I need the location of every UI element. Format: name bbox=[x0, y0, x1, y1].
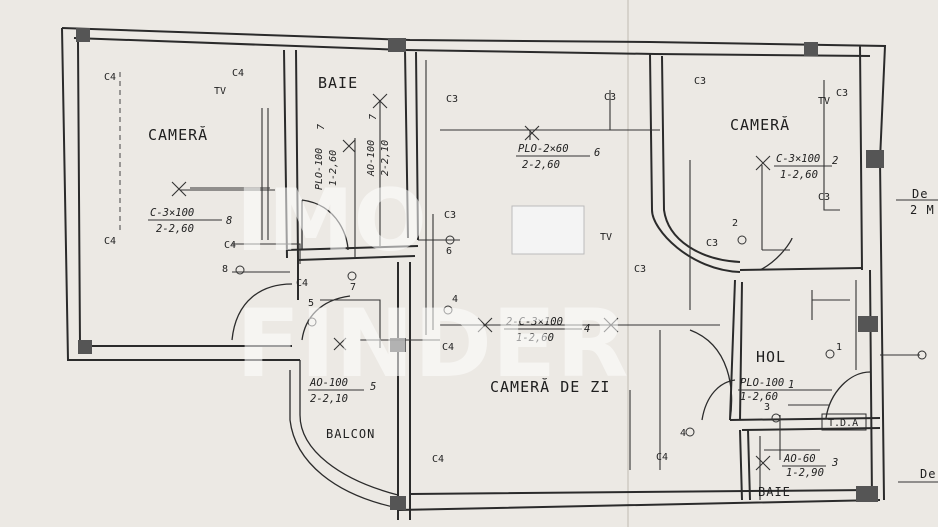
fixture-plo-center-number: 6 bbox=[594, 147, 600, 159]
fixture-plo-center: PLO-2×60 bbox=[518, 143, 569, 155]
fixture-plo-center-circuit: 2-2,60 bbox=[522, 159, 560, 171]
wall-hatches bbox=[76, 28, 884, 510]
fixture-ao-baie2-number: 3 bbox=[831, 457, 838, 469]
room-label-camera-de-zi: CAMERĂ DE ZI bbox=[490, 377, 610, 396]
fixture-c3-left-circuit: 2-2,60 bbox=[156, 223, 194, 235]
wiring bbox=[119, 60, 920, 500]
switch-number-8: 8 bbox=[222, 264, 228, 275]
room-label-baie-top: BAIE bbox=[318, 74, 358, 92]
light-crosses bbox=[171, 93, 771, 471]
external-label-de-bottom: De bbox=[920, 467, 936, 481]
panel-tda: T.D.A bbox=[828, 418, 858, 429]
socket-c4-2: C4 bbox=[104, 236, 116, 247]
socket-c3-1: C3 bbox=[446, 94, 458, 105]
socket-c3-5: C3 bbox=[444, 210, 456, 221]
switch-number-1: 1 bbox=[836, 342, 842, 353]
room-labels: CAMERĂ BAIE CAMERĂ HOL CAMERĂ DE ZI BALC… bbox=[148, 74, 791, 499]
fixture-plo-hol-circuit: 1-2,60 bbox=[740, 391, 778, 403]
fixture-labels: C-3×100 2-2,60 8 PLO-100 1-2,60 7 AO-100… bbox=[148, 114, 838, 479]
socket-c3-6: C3 bbox=[818, 192, 830, 203]
socket-c3-7: C3 bbox=[706, 238, 718, 249]
socket-c4-4: C4 bbox=[224, 240, 236, 251]
room-label-baie-bottom: BAIE bbox=[758, 485, 791, 499]
fixture-plo-hol: PLO-100 bbox=[740, 377, 784, 389]
fixture-c2-zi-circuit: 1-2,60 bbox=[516, 332, 554, 344]
fixture-c2-zi: 2-C-3×100 bbox=[506, 316, 563, 328]
fixture-ao-baie: AO-100 bbox=[366, 140, 377, 177]
switch-number-3: 3 bbox=[764, 402, 770, 413]
socket-c3-8: C3 bbox=[634, 264, 646, 275]
tv-socket-1: TV bbox=[214, 86, 226, 97]
fixture-ao-baie-circuit: 2-2,10 bbox=[380, 140, 391, 176]
tv-socket-3: TV bbox=[600, 232, 612, 243]
watermark: IMO FINDER bbox=[236, 171, 628, 399]
switch-numbers: 8 7 6 5 4 4 3 2 1 bbox=[222, 218, 842, 439]
sticky-note bbox=[511, 205, 585, 255]
socket-c3-4: C3 bbox=[836, 88, 848, 99]
fixture-c3-right-circuit: 1-2,60 bbox=[780, 169, 818, 181]
fixture-c2-zi-number: 4 bbox=[584, 323, 590, 335]
fixture-ao-baie2-circuit: 1-2,90 bbox=[786, 467, 824, 479]
socket-c4-3: C4 bbox=[232, 68, 244, 79]
tv-socket-2: TV bbox=[818, 96, 830, 107]
fixture-plo-baie-number: 7 bbox=[316, 124, 327, 130]
switch-number-7: 7 bbox=[350, 282, 356, 293]
fixture-ao-baie2: AO-60 bbox=[783, 453, 816, 465]
room-label-camera-left: CAMERĂ bbox=[148, 125, 208, 144]
external-label-2m: 2 M bbox=[910, 203, 935, 217]
walls bbox=[61, 27, 887, 520]
fixture-ao-balcon-circuit: 2-2,10 bbox=[310, 393, 348, 405]
switch-number-2: 2 bbox=[732, 218, 738, 229]
switch-number-4a: 4 bbox=[452, 294, 458, 305]
socket-c3-2: C3 bbox=[604, 92, 616, 103]
external-label-de-top: De bbox=[912, 187, 928, 201]
socket-c4-8: C4 bbox=[656, 452, 668, 463]
fixture-ao-balcon: AO-100 bbox=[309, 377, 348, 389]
socket-c4-6: C4 bbox=[442, 342, 454, 353]
fixture-ao-balcon-number: 5 bbox=[370, 381, 376, 393]
fixture-ao-baie-number: 7 bbox=[368, 114, 379, 120]
external-connection bbox=[917, 350, 927, 360]
room-label-camera-right: CAMERĂ bbox=[730, 115, 790, 134]
watermark-line-1: IMO bbox=[236, 171, 427, 271]
fixture-plo-baie-circuit: 1-2,60 bbox=[328, 150, 339, 186]
socket-symbols: C4 C4 C4 C4 C4 C4 C4 C4 C3 C3 C3 C3 C3 C… bbox=[104, 68, 938, 483]
socket-c3-3: C3 bbox=[694, 76, 706, 87]
fixture-c3-left-number: 8 bbox=[226, 215, 232, 227]
fixture-c3-left: C-3×100 bbox=[150, 207, 194, 219]
socket-c4-5: C4 bbox=[296, 278, 308, 289]
switch-number-4b: 4 bbox=[680, 428, 686, 439]
switch-number-6: 6 bbox=[446, 246, 452, 257]
fixture-c3-right-number: 2 bbox=[832, 155, 838, 167]
fixture-plo-baie: PLO-100 bbox=[314, 148, 325, 190]
socket-c4-7: C4 bbox=[432, 454, 444, 465]
socket-c4-1: C4 bbox=[104, 72, 116, 83]
room-label-balcon: BALCON bbox=[326, 427, 375, 441]
switch-number-5: 5 bbox=[308, 298, 314, 309]
fixture-c3-right: C-3×100 bbox=[776, 153, 820, 165]
panel-tda-box bbox=[821, 413, 867, 431]
doors bbox=[231, 199, 871, 421]
watermark-line-2: FINDER bbox=[236, 290, 628, 399]
room-label-hol: HOL bbox=[756, 348, 786, 366]
fixture-plo-hol-number: 1 bbox=[788, 379, 794, 391]
